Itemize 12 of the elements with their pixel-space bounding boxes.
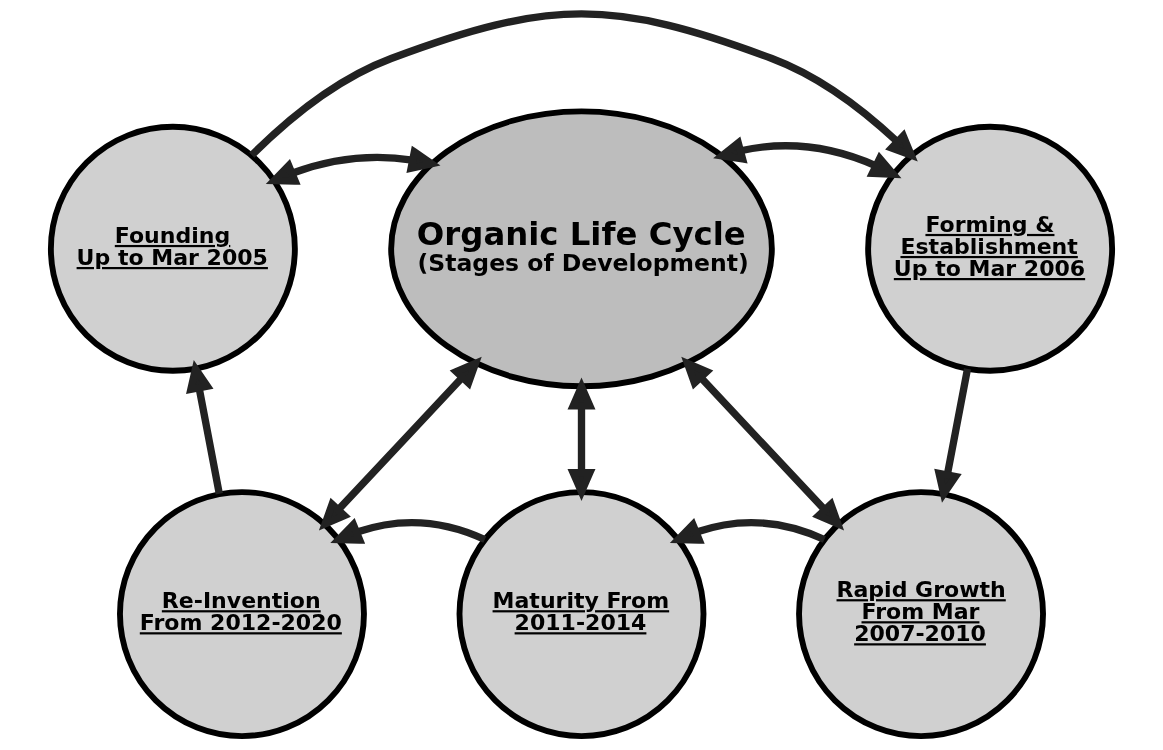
arrow (669, 517, 826, 544)
arrow (249, 10, 918, 162)
arrow (681, 356, 845, 531)
node-circle: Founding Up to Mar 2005 (47, 123, 298, 374)
arrow (318, 356, 482, 531)
node-circle: Rapid Growth From Mar 2007-2010 (796, 489, 1046, 739)
arrow (713, 136, 902, 179)
arrow (330, 517, 487, 544)
arrow (934, 368, 972, 503)
arrow (567, 377, 596, 501)
arrow (265, 145, 441, 185)
arrow (186, 359, 223, 495)
